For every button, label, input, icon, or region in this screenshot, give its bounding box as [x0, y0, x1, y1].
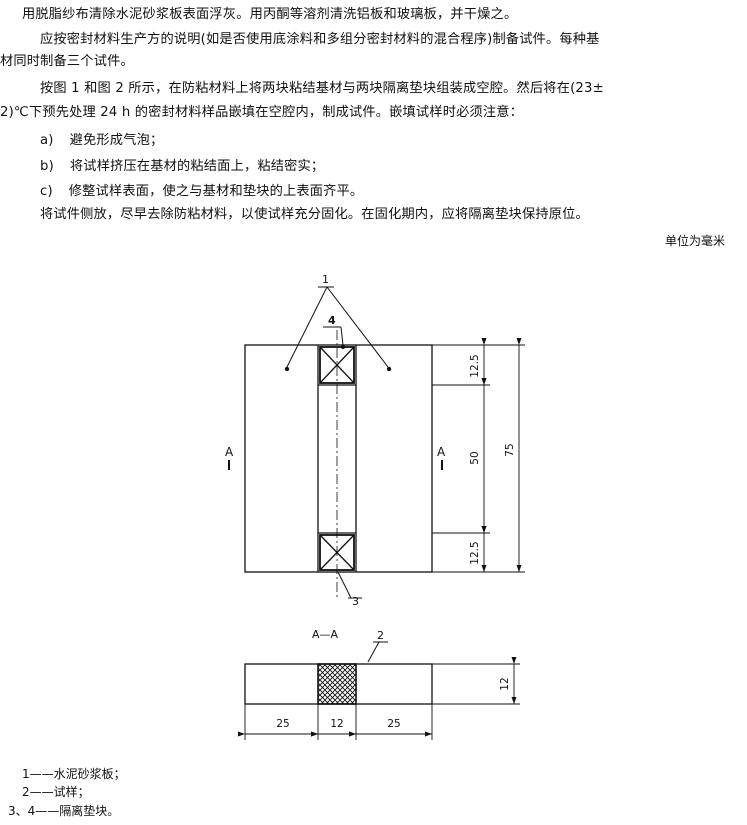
callout-3: 3	[352, 595, 359, 608]
leader-dot-1a	[284, 366, 290, 372]
paragraph-substrate-cleaning: 用脱脂纱布清除水泥砂浆板表面浮灰。用丙酮等溶剂清洗铝板和玻璃板，并干燥之。	[22, 7, 518, 22]
leader-3	[337, 571, 352, 599]
dim-75: 75	[504, 443, 516, 456]
leader-1b	[326, 286, 389, 368]
callout-1: 1	[322, 273, 329, 286]
spacer-top-box	[319, 346, 355, 384]
list-text-a: 避免形成气泡；	[69, 133, 164, 148]
paragraph-curing: 将试件侧放，尽早去除防粘材料，以使试样充分固化。在固化期内，应将隔离垫块保持原位…	[40, 207, 589, 222]
leader-4	[340, 326, 344, 346]
dim-25-left: 25	[276, 718, 289, 730]
plan-view	[244, 330, 433, 598]
dim-12-5-top: 12.5	[469, 354, 481, 377]
spacer-top-cross2	[319, 346, 355, 384]
callout-4: 4	[328, 314, 336, 327]
list-text-c: 修整试样表面，使之与基材和垫块的上表面齐平。	[68, 184, 364, 199]
list-mark-c: c)	[40, 184, 53, 199]
section-mark-right-label: A	[437, 445, 446, 459]
section-mark-left: A	[225, 445, 234, 470]
paragraph-prepare-line1: 应按密封材料生产方的说明(如是否使用底涂料和多组分密封材料的混合程序)制备试件。…	[40, 32, 600, 47]
leader-1a	[286, 286, 328, 368]
plan-outline	[244, 344, 433, 573]
paragraph-assemble-line2: 2)℃下预先处理 24 h 的密封材料样品嵌填在空腔内，制成试件。嵌填试样时必须…	[0, 105, 524, 120]
section-title: A—A	[312, 628, 339, 641]
leader-2	[367, 641, 380, 663]
paragraph-assemble-line1: 按图 1 和图 2 所示，在防粘材料上将两块粘结基材与两块隔离垫块组装成空腔。然…	[40, 81, 604, 96]
dim-12-5-bottom: 12.5	[469, 541, 481, 564]
dim-12-side: 12	[499, 677, 511, 690]
legend-item-2: 2——试样；	[22, 785, 90, 799]
section-mark-right: A	[437, 445, 446, 470]
dim-50: 50	[469, 451, 481, 464]
list-mark-a: a)	[40, 133, 54, 148]
unit-note: 单位为毫米	[664, 234, 725, 248]
dim-25-right: 25	[387, 718, 400, 730]
leader-dot-4	[341, 345, 345, 349]
legend-item-1: 1——水泥砂浆板；	[22, 767, 126, 781]
list-item-b: b) 将试样挤压在基材的粘结面上，粘结密实；	[40, 158, 324, 176]
leader-dot-1b	[386, 366, 392, 372]
list-text-b: 将试样挤压在基材的粘结面上，粘结密实；	[69, 159, 325, 174]
section-mark-left-label: A	[225, 445, 234, 459]
sealant-sample	[317, 663, 357, 705]
list-mark-b: b)	[40, 159, 54, 174]
callout-2: 2	[377, 629, 384, 642]
paragraph-prepare-line2: 材同时制备三个试件。	[0, 54, 134, 69]
section-view	[244, 663, 433, 705]
list-item-c: c) 修整试样表面，使之与基材和垫块的上表面齐平。	[40, 183, 363, 201]
list-item-a: a) 避免形成气泡；	[40, 132, 163, 150]
dim-12-mid: 12	[330, 718, 343, 730]
legend-item-3: 3、4——隔离垫块。	[8, 804, 120, 818]
